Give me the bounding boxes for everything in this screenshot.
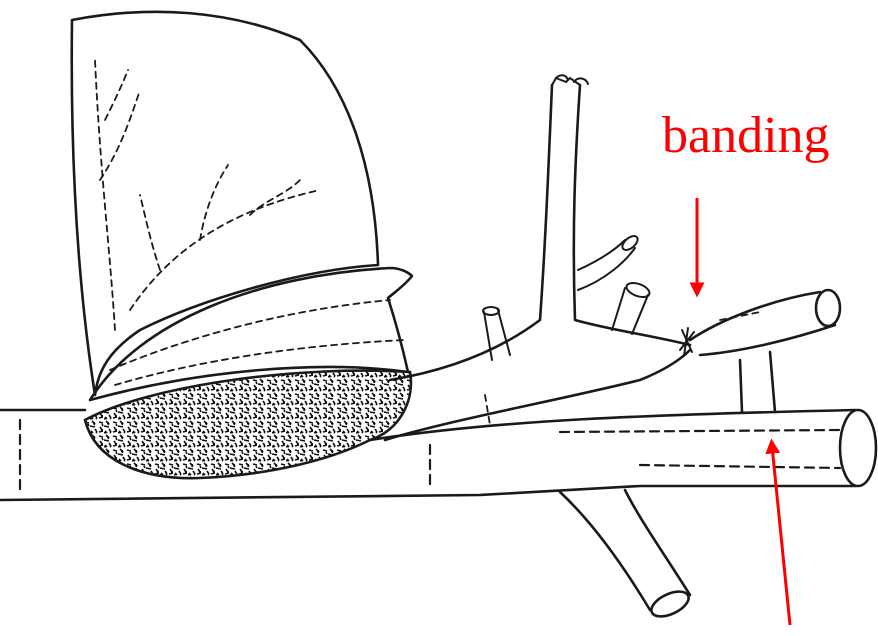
vessel-arrow — [772, 446, 790, 625]
banding-label: banding — [662, 107, 830, 164]
banded-vessel — [680, 290, 840, 412]
speckled-mass — [85, 371, 411, 479]
lower-branch — [560, 490, 692, 622]
portal-branch-tree — [385, 75, 690, 440]
liver-lobe-upper — [72, 12, 405, 395]
